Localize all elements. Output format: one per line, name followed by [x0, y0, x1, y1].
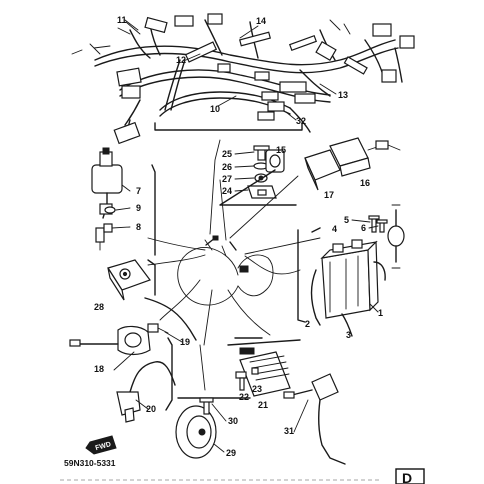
fuse-holder [368, 204, 405, 269]
relays-16-17 [304, 137, 401, 191]
wire-harness [71, 13, 415, 145]
page-marker-box [395, 468, 425, 484]
callout-1: 1 [378, 308, 383, 318]
callout-13: 13 [338, 90, 348, 100]
callout-leaders [111, 21, 379, 453]
callout-20: 20 [146, 404, 156, 414]
callout-29: 29 [226, 448, 236, 458]
callout-32: 32 [296, 116, 306, 126]
group-brackets [144, 164, 321, 411]
frame-outline [177, 235, 274, 306]
leader-lines [147, 139, 321, 391]
callout-7: 7 [136, 186, 141, 196]
callout-23: 23 [252, 384, 262, 394]
spark-plug-cap [116, 361, 176, 423]
callout-12: 12 [176, 55, 186, 65]
callout-15: 15 [276, 145, 286, 155]
horn-29 [175, 397, 217, 459]
handlebar-switch [69, 323, 169, 356]
main-switch [91, 147, 123, 251]
callout-25: 25 [222, 149, 232, 159]
forward-label: FWD [95, 441, 112, 452]
callout-9: 9 [136, 203, 141, 213]
callout-18: 18 [94, 364, 104, 374]
relay-15 [265, 149, 285, 173]
callout-10: 10 [210, 104, 220, 114]
callout-6: 6 [361, 223, 366, 233]
callout-4: 4 [332, 224, 337, 234]
callout-19: 19 [180, 337, 190, 347]
flasher-28 [107, 259, 151, 301]
callout-16: 16 [360, 178, 370, 188]
callout-28: 28 [94, 302, 104, 312]
callout-labels: 11 14 12 13 10 32 25 26 27 15 24 17 16 7… [94, 15, 383, 458]
rectifier-21 [235, 347, 291, 397]
callout-24: 24 [222, 186, 232, 196]
harness-group-bracket [154, 122, 303, 131]
battery-1 [310, 239, 386, 337]
callout-8: 8 [136, 222, 141, 232]
callout-22: 22 [239, 392, 249, 402]
callout-17: 17 [324, 190, 334, 200]
callout-27: 27 [222, 174, 232, 184]
drawing-code: 59N310-5331 [64, 458, 116, 468]
page-marker: D [402, 470, 412, 484]
pickup-31 [283, 373, 346, 465]
callout-14: 14 [256, 16, 266, 26]
callout-26: 26 [222, 162, 232, 172]
callout-30: 30 [228, 416, 238, 426]
callout-11: 11 [117, 15, 127, 25]
callout-5: 5 [344, 215, 349, 225]
callout-21: 21 [258, 400, 268, 410]
callout-31: 31 [284, 426, 294, 436]
callout-3: 3 [346, 330, 351, 340]
callout-2: 2 [305, 319, 310, 329]
forward-arrow-tag: FWD [85, 435, 117, 455]
